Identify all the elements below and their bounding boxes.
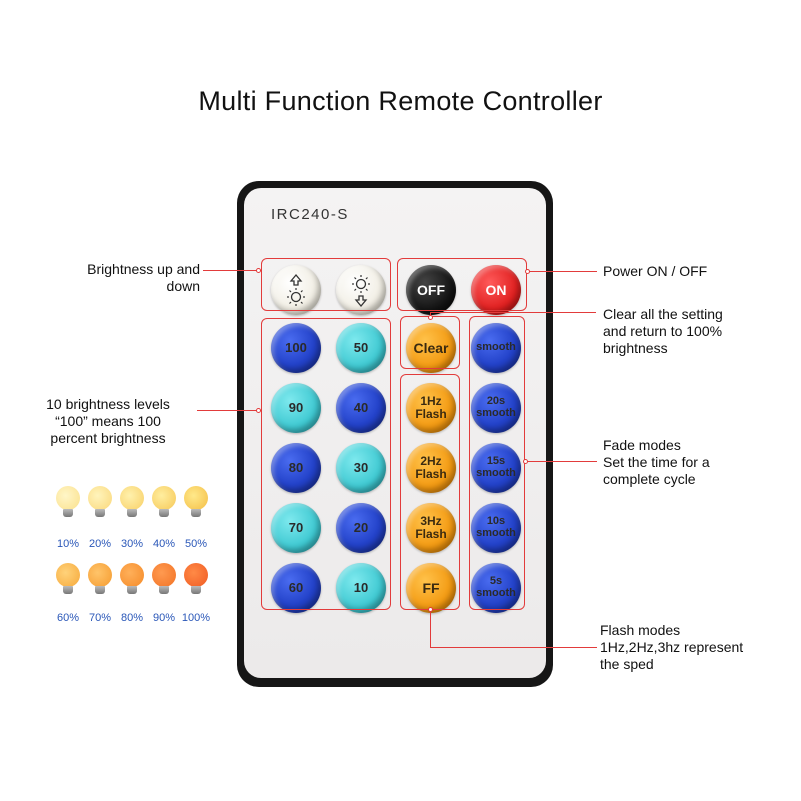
brightness-60-button[interactable]: 60 — [271, 563, 321, 613]
levels-dot — [256, 408, 261, 413]
clear-line — [430, 312, 596, 314]
fade-line — [525, 461, 597, 463]
remote-face: IRC240-S — [244, 188, 546, 678]
bulb-icon — [56, 486, 80, 526]
smooth-20s-button[interactable]: 20s smooth — [471, 383, 521, 433]
brightness-levels-frame — [261, 318, 391, 610]
brightness-90-button[interactable]: 90 — [271, 383, 321, 433]
bulb-percent-label: 90% — [152, 612, 176, 624]
brightness-20-button[interactable]: 20 — [336, 503, 386, 553]
flash-2hz-button[interactable]: 2Hz Flash — [406, 443, 456, 493]
bulb-percent-label: 80% — [120, 612, 144, 624]
brightness-80-button[interactable]: 80 — [271, 443, 321, 493]
bulb-icon — [184, 563, 208, 603]
smooth-5s-button[interactable]: 5s smooth — [471, 563, 521, 613]
power-off-button[interactable]: OFF — [406, 265, 456, 315]
brightness-50-button[interactable]: 50 — [336, 323, 386, 373]
bulb-icon — [88, 563, 112, 603]
bulb-icon — [120, 486, 144, 526]
brightness-updown-line — [203, 270, 261, 272]
power-dot — [525, 269, 530, 274]
power-on-button[interactable]: ON — [471, 265, 521, 315]
brightness-40-button[interactable]: 40 — [336, 383, 386, 433]
clear-dot — [428, 315, 433, 320]
brightness-30-button[interactable]: 30 — [336, 443, 386, 493]
brightness-down-button[interactable] — [336, 265, 386, 315]
brightness-100-button[interactable]: 100 — [271, 323, 321, 373]
brightness-down-icon — [352, 275, 370, 307]
bulb-percent-label: 20% — [88, 538, 112, 550]
flash-line-horizontal — [430, 647, 597, 649]
bulb-percent-label: 40% — [152, 538, 176, 550]
clear-button[interactable]: Clear — [406, 323, 456, 373]
bulb-percent-label: 50% — [184, 538, 208, 550]
flash-frame — [400, 374, 460, 610]
bulb-percent-label: 30% — [120, 538, 144, 550]
remote-controller: IRC240-S — [237, 181, 553, 687]
smooth-10s-button[interactable]: 10s smooth — [471, 503, 521, 553]
page-title: Multi Function Remote Controller — [198, 86, 603, 116]
flash-3hz-button[interactable]: 3Hz Flash — [406, 503, 456, 553]
smooth-button[interactable]: smooth — [471, 323, 521, 373]
model-label: IRC240-S — [271, 206, 349, 223]
bulb-icon — [184, 486, 208, 526]
brightness-updown-annotation: Brightness up and down — [87, 261, 200, 294]
power-annotation: Power ON / OFF — [603, 263, 708, 279]
fade-frame — [469, 316, 525, 610]
bulb-icon — [152, 486, 176, 526]
ff-button[interactable]: FF — [406, 563, 456, 613]
brightness-up-icon — [287, 273, 305, 306]
brightness-70-button[interactable]: 70 — [271, 503, 321, 553]
flash-annotation: Flash modes 1Hz,2Hz,3hz represent the sp… — [600, 622, 744, 672]
flash-1hz-button[interactable]: 1Hz Flash — [406, 383, 456, 433]
brightness-updown-dot — [256, 268, 261, 273]
flash-dot — [428, 607, 433, 612]
brightness-up-button[interactable] — [271, 265, 321, 315]
bulb-percent-label: 70% — [88, 612, 112, 624]
bulb-icon — [88, 486, 112, 526]
fade-dot — [523, 459, 528, 464]
brightness-10-button[interactable]: 10 — [336, 563, 386, 613]
power-line — [527, 271, 597, 273]
bulb-icon — [120, 563, 144, 603]
bulb-icon — [56, 563, 80, 603]
bulb-percent-label: 100% — [181, 612, 211, 624]
levels-line — [197, 410, 261, 412]
clear-frame — [400, 316, 460, 369]
bulb-percent-label: 60% — [56, 612, 80, 624]
flash-line-vertical — [430, 610, 432, 648]
power-frame — [397, 258, 527, 311]
brightness-levels-annotation: 10 brightness levels “100” means 100 per… — [46, 396, 170, 446]
fade-annotation: Fade modes Set the time for a complete c… — [603, 437, 710, 487]
bulb-percent-label: 10% — [56, 538, 80, 550]
clear-annotation: Clear all the setting and return to 100%… — [603, 306, 723, 356]
smooth-15s-button[interactable]: 15s smooth — [471, 443, 521, 493]
bulb-icon — [152, 563, 176, 603]
brightness-updown-frame — [261, 258, 391, 311]
